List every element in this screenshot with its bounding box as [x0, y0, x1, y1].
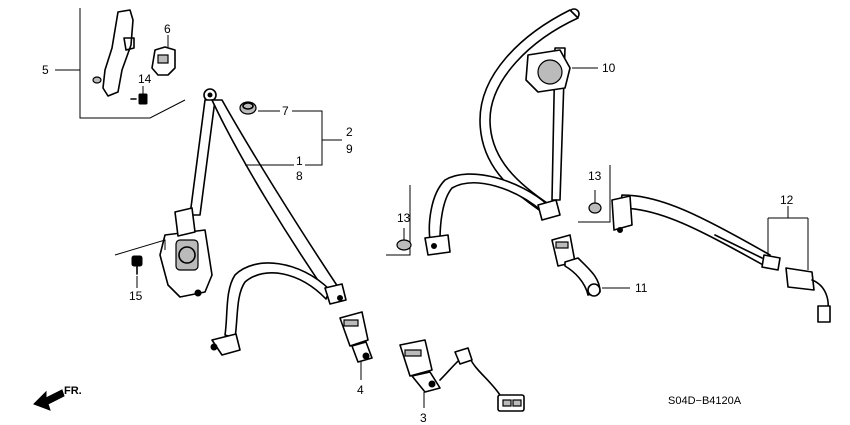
pillar-trim-part — [102, 9, 134, 97]
rear-lap-webbing — [428, 173, 549, 241]
front-seat-belt-assembly — [114, 88, 347, 356]
callout-8: 8 — [296, 169, 303, 183]
rear-center-shoulder-belt — [386, 8, 611, 256]
buckle-4-bolt — [362, 352, 370, 360]
inset-frame — [79, 8, 186, 119]
callout-5: 5 — [42, 63, 49, 77]
callout-2: 2 — [346, 125, 353, 139]
bolt-part-14 — [138, 93, 148, 105]
rear-left-anchor — [424, 234, 451, 256]
buckle-part-3 — [399, 339, 433, 377]
buckle-part-4 — [339, 311, 369, 347]
rear-left-anchor-bolt — [431, 243, 437, 249]
floor-anchor-bolt — [337, 295, 343, 301]
buckle-11-anchor — [587, 283, 601, 297]
retractor-spool — [175, 239, 199, 271]
callout-15: 15 — [129, 289, 143, 303]
front-arrow-icon — [33, 389, 65, 411]
latch-plate-12 — [761, 254, 781, 271]
callout-7: 7 — [282, 104, 289, 118]
clip-part-13-left — [396, 239, 412, 251]
buckle-12-anchor — [817, 305, 831, 323]
rear-right-webbing — [619, 194, 771, 267]
webbing-stitch — [714, 234, 763, 259]
leader-15-bracket — [114, 239, 166, 256]
buckle-3-connector-pin-a — [502, 399, 512, 407]
callout-6: 6 — [164, 22, 171, 36]
retractor-lower-bolt — [194, 289, 202, 297]
callout-14: 14 — [138, 72, 152, 86]
buckle-3-harness — [439, 355, 501, 396]
buckle-3-base — [411, 371, 441, 393]
callout-4: 4 — [357, 383, 364, 397]
bracket-13-right — [578, 165, 611, 223]
buckle-3-clip — [454, 347, 473, 365]
lap-anchor-plate — [211, 333, 241, 356]
trim-clip — [123, 37, 135, 51]
upper-anchor-bolt — [207, 92, 213, 98]
direction-label: FR. — [64, 385, 82, 397]
callout-1: 1 — [296, 154, 303, 168]
grommet-7-top — [242, 102, 254, 110]
buckle-3-bolt — [428, 380, 436, 388]
rear-right-anchor-bolt — [617, 227, 623, 233]
rear-belt-and-buckles — [551, 194, 831, 323]
retractor-bracket — [174, 207, 196, 237]
buckle-4-base — [351, 341, 373, 363]
lap-anchor-bolt — [210, 343, 218, 351]
clip-part-13-right — [588, 202, 602, 214]
callout-9: 9 — [346, 142, 353, 156]
bolt-part-15 — [131, 255, 143, 267]
callout-10: 10 — [602, 61, 616, 75]
buckle-11-button — [555, 241, 569, 249]
retractor-spool-ring — [178, 246, 196, 264]
buckle-4-button — [343, 319, 359, 327]
trim-grommet — [92, 76, 102, 84]
floor-anchor-plate — [324, 283, 347, 305]
leader-bracket-2-9 — [292, 110, 323, 166]
callout-11: 11 — [635, 281, 648, 295]
shoulder-webbing-rear — [189, 99, 216, 216]
callout-13-right: 13 — [588, 169, 602, 183]
pillar-trim-inset — [55, 8, 186, 119]
front-direction-indicator: FR. — [33, 385, 82, 411]
rear-mid-anchor — [537, 199, 561, 221]
rear-right-anchor — [611, 195, 633, 231]
bracket-13-left — [386, 185, 411, 256]
diagram-code: S04D−B4120A — [668, 395, 742, 407]
retractor-10-spool — [537, 59, 563, 85]
buckle-3-connector-pin-b — [512, 399, 522, 407]
buckle-3-button — [404, 349, 422, 357]
callout-13-left: 13 — [397, 211, 411, 225]
front-buckles — [339, 311, 525, 412]
clip-6-slot — [157, 54, 169, 64]
buckle-part-12 — [785, 267, 815, 291]
callout-12: 12 — [780, 193, 794, 207]
callout-3: 3 — [420, 411, 427, 425]
